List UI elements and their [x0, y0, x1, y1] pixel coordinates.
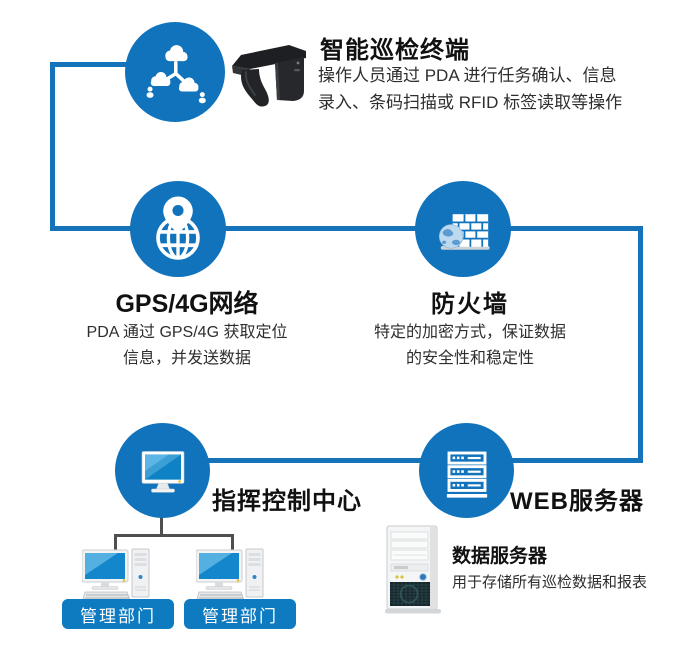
firewall-title: 防火墙 — [431, 291, 509, 318]
data-server-title: 数据服务器 — [452, 546, 548, 567]
terminal-node-circle — [125, 22, 225, 122]
command-center-node-circle — [115, 423, 210, 518]
terminal-description: 操作人员通过 PDA 进行任务确认、信息 录入、条码扫描或 RFID 标签读取等… — [318, 62, 670, 116]
terminal-title: 智能巡检终端 — [320, 37, 470, 64]
branch-left-drop-line — [114, 534, 117, 562]
branch-right-drop-line — [231, 534, 234, 562]
connector-left-vertical — [50, 62, 55, 231]
server-rack-icon — [446, 451, 487, 498]
gps-description: PDA 通过 GPS/4G 获取定位 信息，并发送数据 — [57, 320, 317, 372]
terminal-description-line2: 录入、条码扫描或 RFID 标签读取等操作 — [318, 93, 623, 112]
department-label: 管理部门 — [184, 599, 296, 629]
firewall-description: 特定的加密方式，保证数据 的安全性和稳定性 — [345, 320, 595, 372]
web-server-title: WEB服务器 — [510, 488, 644, 515]
brick-wall-globe-icon — [438, 214, 490, 250]
gps-title: GPS/4G网络 — [115, 290, 259, 318]
tower-server — [385, 525, 441, 614]
department-label: 管理部门 — [62, 599, 174, 629]
desktop-workstation — [82, 548, 150, 603]
department-label-text: 管理部门 — [202, 606, 278, 626]
department-label-text: 管理部门 — [80, 606, 156, 626]
gps-description-line1: PDA 通过 GPS/4G 获取定位 — [86, 324, 288, 341]
web-server-node-circle — [419, 423, 514, 518]
connector-top-horizontal — [50, 62, 150, 67]
gps-node-circle — [130, 181, 226, 277]
connector-middle-horizontal — [50, 226, 643, 231]
terminal-description-line1: 操作人员通过 PDA 进行任务确认、信息 — [318, 66, 617, 85]
firewall-node-circle — [415, 181, 511, 277]
connector-right-vertical — [638, 226, 643, 462]
handheld-rfid-scanner — [232, 45, 306, 107]
command-center-title: 指挥控制中心 — [212, 488, 362, 515]
firewall-description-line2: 的安全性和稳定性 — [405, 350, 534, 367]
branch-stem-line — [160, 500, 163, 536]
data-server-description: 用于存储所有巡检数据和报表 — [452, 574, 648, 591]
firewall-description-line1: 特定的加密方式，保证数据 — [373, 324, 566, 341]
cloud-network-icon — [146, 45, 206, 104]
desktop-workstation — [196, 548, 264, 603]
gps-description-line2: 信息，并发送数据 — [122, 350, 251, 367]
globe-location-pin-icon — [156, 196, 200, 260]
desktop-monitor-icon — [141, 450, 184, 493]
branch-horizontal-line — [114, 534, 234, 537]
